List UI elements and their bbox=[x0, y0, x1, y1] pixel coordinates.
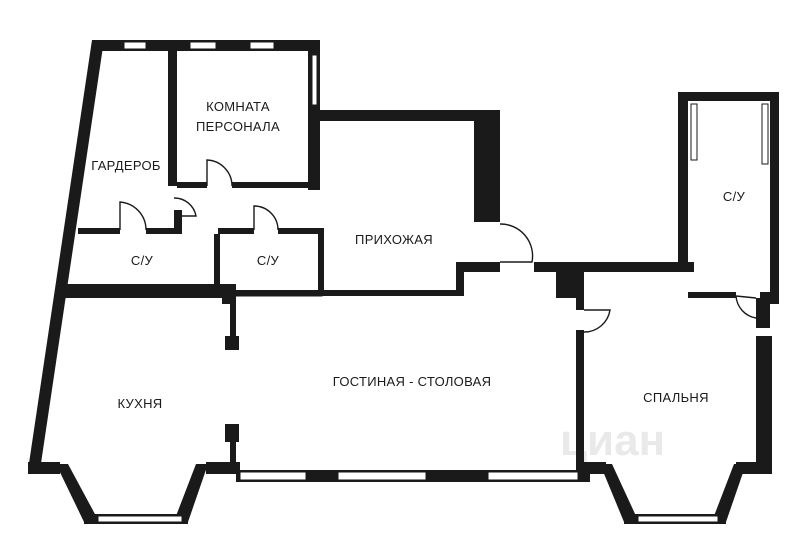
doors bbox=[119, 159, 757, 333]
room-label-bathroom-2: С/У bbox=[257, 253, 280, 268]
room-label-staff-line2: ПЕРСОНАЛА bbox=[196, 119, 280, 134]
room-label-bathroom-1: С/У bbox=[131, 253, 154, 268]
watermark-logo: циан bbox=[560, 416, 665, 465]
room-label-staff-line1: КОМНАТА bbox=[206, 99, 270, 114]
windows bbox=[97, 41, 769, 523]
room-label-living-dining: ГОСТИНАЯ - СТОЛОВАЯ bbox=[333, 374, 492, 389]
room-label-bedroom: СПАЛЬНЯ bbox=[643, 390, 709, 405]
room-label-hall: ПРИХОЖАЯ bbox=[355, 232, 433, 247]
walls bbox=[28, 40, 779, 524]
room-label-bathroom-3: С/У bbox=[723, 189, 746, 204]
room-label-wardrobe: ГАРДЕРОБ bbox=[91, 158, 161, 173]
room-label-kitchen: КУХНЯ bbox=[118, 396, 163, 411]
